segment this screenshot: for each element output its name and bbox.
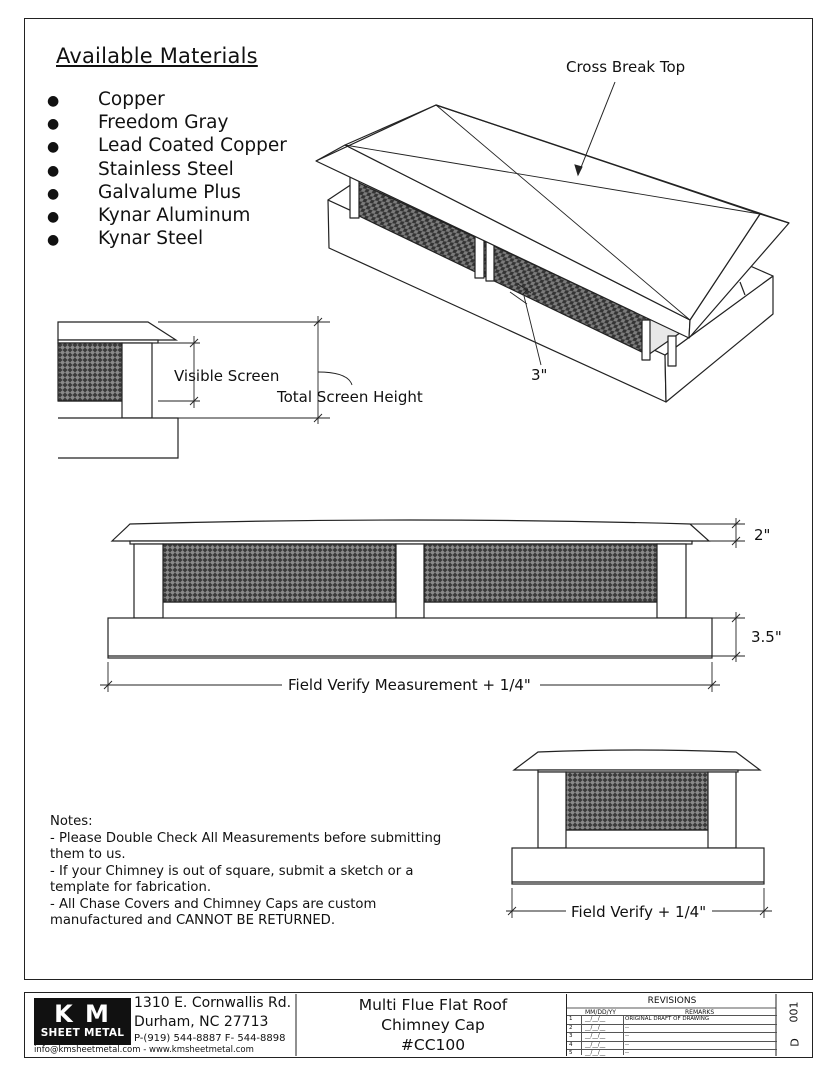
field-verify-label: Field Verify + 1/4" bbox=[571, 903, 707, 921]
material-item: ●Kynar Steel bbox=[47, 228, 204, 250]
material-item: ●Freedom Gray bbox=[47, 112, 229, 134]
phone-fax: P-(919) 544-8887 F- 544-8898 bbox=[134, 1033, 286, 1044]
front-screen-left bbox=[162, 543, 397, 603]
section-base bbox=[58, 417, 179, 459]
revision-row: 2__/__/__-- bbox=[567, 1023, 777, 1034]
iso-post bbox=[349, 175, 360, 219]
side-dims bbox=[506, 888, 772, 918]
two-inch-label: 2" bbox=[754, 526, 771, 544]
revision-row: 3__/__/__-- bbox=[567, 1032, 777, 1042]
drawing-border bbox=[24, 18, 813, 980]
front-screen-right bbox=[423, 543, 658, 603]
logo-subtitle: SHEET METAL bbox=[40, 1027, 125, 1039]
web-contact: info@kmsheetmetal.com - www.kmsheetmetal… bbox=[34, 1045, 254, 1055]
front-roof bbox=[110, 519, 711, 542]
revisions-table: REVISIONS MM/DD/YY REMARKS 1__/__/__ORIG… bbox=[566, 994, 777, 1056]
side-post bbox=[537, 771, 567, 849]
front-post bbox=[395, 543, 425, 619]
front-post bbox=[133, 543, 164, 619]
notes: Notes: - Please Double Check All Measure… bbox=[50, 814, 460, 930]
materials-list: ●Copper ●Freedom Gray ●Lead Coated Coppe… bbox=[44, 88, 287, 250]
section-roof bbox=[57, 321, 179, 341]
front-elevation bbox=[107, 519, 713, 659]
revisions-title: REVISIONS bbox=[647, 996, 697, 1006]
logo-letters: K M bbox=[54, 1000, 111, 1028]
col-date: MM/DD/YY bbox=[585, 1009, 616, 1016]
materials-title: Available Materials bbox=[56, 44, 258, 68]
address-line-1: 1310 E. Cornwallis Rd. bbox=[134, 995, 292, 1011]
cross-break-top-label: Cross Break Top bbox=[566, 58, 686, 76]
note-line: - Please Double Check All Measurements b… bbox=[50, 830, 442, 846]
section-post bbox=[121, 342, 153, 419]
sheet-letter: D bbox=[788, 1038, 802, 1047]
revision-row: 5__/__/__-- bbox=[567, 1049, 777, 1056]
side-elevation bbox=[511, 749, 765, 885]
three-inch-label: 3" bbox=[531, 366, 548, 384]
side-screen bbox=[565, 771, 709, 831]
note-line: them to us. bbox=[50, 847, 126, 862]
material-item: ●Copper bbox=[47, 89, 165, 110]
iso-cross-break bbox=[435, 104, 691, 321]
front-dims bbox=[100, 518, 745, 692]
visible-screen-label: Visible Screen bbox=[174, 367, 280, 385]
product-name-line-1: Multi Flue Flat Roof bbox=[358, 996, 508, 1014]
material-item: ●Kynar Aluminum bbox=[47, 204, 251, 226]
iso-cross-break bbox=[344, 144, 761, 215]
address-line-2: Durham, NC 27713 bbox=[134, 1014, 269, 1030]
revision-row: 4__/__/__-- bbox=[567, 1040, 777, 1051]
revision-row: 1__/__/__ORIGINAL DRAFT OF DRAWING bbox=[567, 1015, 777, 1025]
cross-break-leader bbox=[574, 81, 616, 177]
product-name-line-2: Chimney Cap bbox=[381, 1016, 485, 1034]
side-roof bbox=[512, 749, 762, 771]
side-post bbox=[707, 771, 737, 849]
section-detail bbox=[57, 321, 179, 459]
note-line: manufactured and CANNOT BE RETURNED. bbox=[50, 913, 336, 928]
side-base bbox=[511, 847, 765, 885]
iso-post bbox=[667, 335, 677, 367]
col-remarks: REMARKS bbox=[685, 1009, 715, 1016]
iso-post bbox=[641, 319, 651, 361]
km-logo: K M SHEET METAL bbox=[34, 998, 131, 1045]
section-screen bbox=[57, 342, 123, 402]
sheet-number: 001 bbox=[787, 1001, 801, 1023]
note-line: - All Chase Covers and Chimney Caps are … bbox=[50, 896, 377, 912]
material-item: ●Lead Coated Copper bbox=[47, 135, 287, 157]
material-item: ●Galvalume Plus bbox=[47, 181, 241, 203]
field-verify-measurement-label: Field Verify Measurement + 1/4" bbox=[288, 676, 531, 694]
notes-title: Notes: bbox=[50, 814, 93, 829]
front-base bbox=[107, 617, 713, 659]
note-line: template for fabrication. bbox=[50, 880, 212, 895]
total-screen-height-label: Total Screen Height bbox=[277, 388, 423, 406]
section-dims bbox=[158, 316, 353, 424]
note-line: - If your Chimney is out of square, subm… bbox=[50, 863, 414, 879]
material-item: ●Stainless Steel bbox=[47, 158, 234, 180]
three-half-inch-label: 3.5" bbox=[751, 628, 782, 646]
title-block bbox=[24, 992, 813, 1058]
isometric-view bbox=[315, 104, 790, 403]
front-post bbox=[656, 543, 687, 619]
product-code: #CC100 bbox=[400, 1036, 466, 1054]
three-inch-dim bbox=[509, 283, 542, 366]
